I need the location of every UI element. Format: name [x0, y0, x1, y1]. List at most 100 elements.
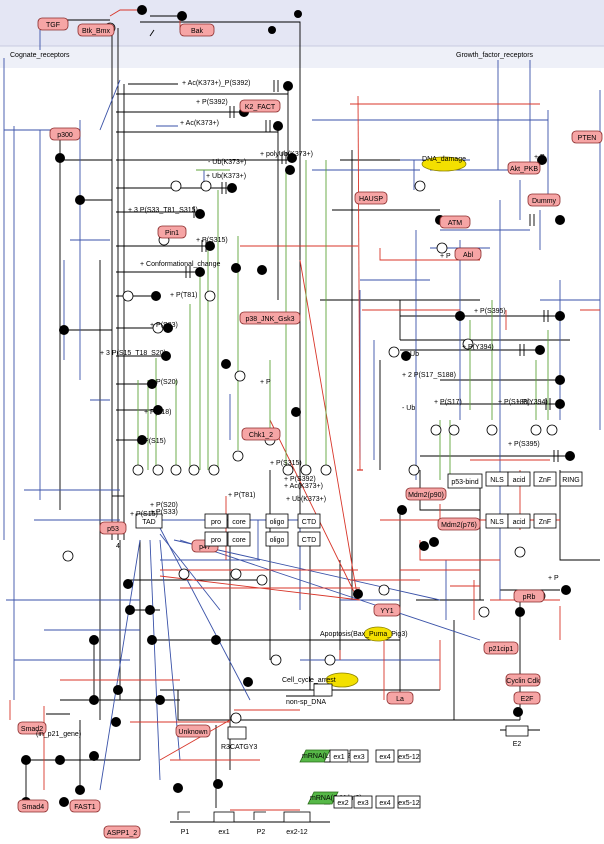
gene-r3-box[interactable] [227, 726, 247, 740]
p53-domain-oligo[interactable]: oligo [265, 513, 289, 529]
p53-domain-pro[interactable]: pro [204, 513, 228, 529]
protein-smad4[interactable]: Smad4 [17, 799, 49, 813]
mdm2-p53-bind-domain[interactable]: p53-bind [447, 473, 483, 489]
protein-p53[interactable]: p53 [99, 521, 127, 535]
protein-hausp[interactable]: HAUSP [354, 191, 388, 205]
protein-label: ATM [448, 220, 462, 227]
domain-label: core [232, 537, 246, 544]
gene-nonsp-box[interactable] [313, 683, 333, 697]
state-circles [62, 22, 558, 724]
p53-domain-oligo[interactable]: oligo [265, 531, 289, 547]
protein-prb[interactable]: pRb [513, 589, 545, 603]
gene-label: ex5-12 [398, 754, 420, 761]
domain-label: CTD [302, 519, 316, 526]
protein-pten[interactable]: PTEN [571, 130, 603, 144]
protein-label: pRb [523, 594, 536, 601]
domain-label: TAD [142, 519, 155, 526]
exon-bottom-3[interactable]: ex5-12 [397, 795, 421, 809]
promoter-2[interactable]: P2 [253, 811, 266, 836]
promoter-3[interactable]: ex2-12 [283, 811, 311, 836]
phenotype-cell-cycle[interactable]: Cell_cycle_arrest [282, 672, 359, 688]
p53-domain-core[interactable]: core [227, 513, 251, 529]
protein-dummy[interactable]: Dummy [527, 193, 561, 207]
p53-domain-ctd[interactable]: CTD [297, 513, 321, 529]
phenotype-label: Cell_cycle_arrest [282, 677, 336, 684]
exon-bottom-0[interactable]: ex2 [333, 795, 353, 809]
protein-k2_fact[interactable]: K2_FACT [239, 99, 281, 113]
modification-label: + P(S17) [434, 399, 462, 406]
receptor-cognate-label: Cognate_receptors [10, 52, 70, 59]
modification-label: + P [548, 575, 559, 582]
protein-btk_bmx[interactable]: Btk_Bmx [77, 23, 115, 37]
mdm2-domain-ring[interactable]: RING [559, 471, 583, 487]
gene-label: ex4 [379, 800, 390, 807]
mdm2-domain-nls[interactable]: NLS [485, 513, 509, 529]
transition-dots [21, 5, 575, 807]
p53-domain-ctd[interactable]: CTD [297, 531, 321, 547]
protein-yy1[interactable]: YY1 [373, 603, 401, 617]
protein-label: p38_JNK_Gsk3 [245, 316, 294, 323]
exon-top-0[interactable]: ex1 [329, 749, 349, 763]
protein-e2f[interactable]: E2F [513, 691, 541, 705]
protein-p300[interactable]: p300 [49, 127, 81, 141]
exon-top-3[interactable]: ex5-12 [397, 749, 421, 763]
p53-domain-core[interactable]: core [227, 531, 251, 547]
modification-label: + polyUb(K373+) [260, 151, 313, 158]
protein-fast1[interactable]: FAST1 [69, 799, 101, 813]
protein-abl[interactable]: Abl [454, 247, 482, 261]
modification-label: + Ub [404, 351, 419, 358]
domain-label: CTD [302, 537, 316, 544]
modification-label: + P(S20) [150, 379, 178, 386]
protein-mdm2_p76[interactable]: Mdm2(p76) [437, 517, 481, 531]
modification-label: + P(S33) [150, 322, 178, 329]
protein-tgf[interactable]: TGF [37, 17, 69, 31]
modification-label: + 3 P(S33_T81_S315) [128, 207, 198, 214]
black-edges [25, 15, 600, 808]
protein-lat[interactable]: La [386, 691, 414, 705]
promoter-0[interactable]: P1 [177, 811, 190, 836]
modification-label: + P(Y394) [462, 344, 494, 351]
exon-top-1[interactable]: ex3 [349, 749, 369, 763]
protein-atm[interactable]: ATM [439, 215, 471, 229]
domain-label: core [232, 519, 246, 526]
domain-label: pro [211, 537, 221, 544]
modification-label: + P(S188) [498, 399, 530, 406]
protein-akt_pkb[interactable]: Akt_PKB [507, 161, 541, 175]
phenotype-dna-damage[interactable]: DNA_damage [421, 156, 467, 172]
protein-smad2[interactable]: Smad2 [17, 721, 47, 735]
promoter-1[interactable]: ex1 [213, 811, 235, 836]
gene-e2[interactable]: E2 [505, 725, 529, 748]
mdm2-domain-znf[interactable]: ZnF [533, 513, 557, 529]
mrna-mrna1[interactable]: mRNA(L-Mdm2) [299, 749, 353, 763]
mdm2-domain-acid[interactable]: acid [507, 513, 531, 529]
exon-bottom-2[interactable]: ex4 [375, 795, 395, 809]
p53-domain-tad[interactable]: TAD [135, 513, 163, 529]
protein-label: Mdm2(p76) [441, 522, 477, 529]
domain-label: acid [513, 519, 526, 526]
mdm2-domain-znf[interactable]: ZnF [533, 471, 557, 487]
protein-label: p21cip1 [489, 646, 514, 653]
protein-bak[interactable]: Bak [179, 23, 215, 37]
protein-mdm2_p90[interactable]: Mdm2(p90) [405, 487, 447, 501]
protein-aspp1[interactable]: ASPP1_2 [103, 825, 141, 839]
phenotype-label: DNA_damage [422, 156, 466, 163]
protein-cyclin_cdk[interactable]: Cyclin Cdk [505, 673, 541, 687]
exon-top-2[interactable]: ex4 [375, 749, 395, 763]
modification-label: + P(S395) [474, 308, 506, 315]
p53-domain-pro[interactable]: pro [204, 531, 228, 547]
mdm2-domain-acid[interactable]: acid [507, 471, 531, 487]
exon-bottom-1[interactable]: ex3 [353, 795, 373, 809]
protein-pin1[interactable]: Pin1 [157, 225, 187, 239]
mdm2-domain-nls[interactable]: NLS [485, 471, 509, 487]
modification-label: + P [440, 253, 451, 260]
protein-p21cip1[interactable]: p21cip1 [483, 641, 519, 655]
protein-p38_jnk[interactable]: p38_JNK_Gsk3 [239, 311, 301, 325]
protein-chk1_2[interactable]: Chk1_2 [241, 427, 281, 441]
protein-unknown[interactable]: Unknown [175, 724, 211, 738]
phenotype-apoptosis[interactable]: Apoptosis(Bax_Puma_Pig3) [320, 626, 408, 642]
protein-label: p53 [107, 526, 119, 533]
protein-label: Abl [463, 252, 474, 259]
blue-edges [3, 30, 601, 791]
